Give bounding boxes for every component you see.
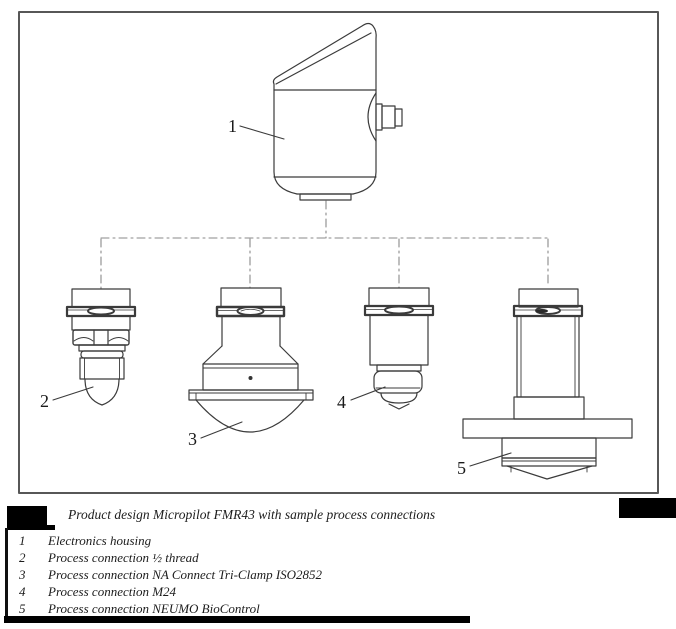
c3-clamp-ellipse <box>236 306 265 316</box>
c3-top-cylinder <box>220 287 282 308</box>
callout-3-label: 3 <box>188 429 197 449</box>
c2-collar-ellipse <box>87 306 115 316</box>
c3-ellipse-inner-arc <box>240 308 261 312</box>
housing-drawing <box>272 22 403 201</box>
connection-3-drawing <box>188 287 314 433</box>
legend-item-number: 2 <box>19 550 26 565</box>
callout-1-leader <box>239 125 285 140</box>
callout-2-leader <box>52 386 94 401</box>
c2-step <box>78 344 126 352</box>
c2-hex-facet-lines <box>93 329 109 346</box>
legend-row-4: 4 Process connection M24 <box>19 583 639 600</box>
figure-caption: Product design Micropilot FMR43 with sam… <box>68 507 436 522</box>
callout-5-leader <box>469 452 512 467</box>
c2-body <box>71 315 131 331</box>
legend-left-rule <box>5 528 8 617</box>
legend-row-5: 5 Process connection NEUMO BioControl <box>19 600 639 617</box>
legend-item-label: Process connection ½ thread <box>48 550 199 565</box>
c3-vent-hole <box>248 376 253 380</box>
housing-lid-inner-line <box>275 32 372 85</box>
c4-top-cylinder <box>368 287 430 307</box>
housing-left-side <box>273 89 298 195</box>
c5-body-inner-lines <box>520 315 576 398</box>
plug-cap <box>394 108 403 127</box>
dashed-connection-lines <box>100 200 549 290</box>
c5-cone-ticks <box>510 465 588 473</box>
c2-antenna-dome <box>84 378 120 406</box>
c3-body-sides <box>221 315 281 347</box>
c4-thread-bulge <box>373 370 423 394</box>
c3-antenna-dome <box>195 399 305 433</box>
c5-ellipse-shade <box>536 309 548 313</box>
figure-legend: 1 Electronics housing 2 Process connecti… <box>19 532 639 617</box>
c4-tip <box>388 403 410 410</box>
callout-2-label: 2 <box>40 391 49 411</box>
callout-3-leader <box>200 421 243 439</box>
redacted-figure-number-block <box>7 506 47 525</box>
legend-item-number: 3 <box>19 567 26 582</box>
callout-labels: 1 2 3 4 5 <box>40 116 512 478</box>
callout-4-label: 4 <box>337 392 346 412</box>
c5-lower-block <box>501 437 597 459</box>
legend-item-label: Process connection NEUMO BioControl <box>48 601 260 616</box>
legend-item-number: 4 <box>19 584 26 599</box>
c3-flange-notches <box>195 392 307 401</box>
legend-item-number: 1 <box>19 533 26 548</box>
c5-top-cylinder <box>518 288 579 308</box>
housing-right-side <box>352 89 377 195</box>
c5-body <box>516 315 580 398</box>
legend-row-1: 1 Electronics housing <box>19 532 639 549</box>
c3-flare-cone <box>202 345 299 365</box>
callout-1-label: 1 <box>228 116 237 136</box>
legend-item-number: 5 <box>19 601 26 616</box>
redacted-right-block <box>619 498 676 518</box>
c2-top-cylinder <box>71 288 131 308</box>
c2-thread-inner-lines <box>84 357 120 380</box>
c5-bottom-cone <box>506 465 593 480</box>
c3-clamp-flange <box>188 389 314 401</box>
callout-5-label: 5 <box>457 458 466 478</box>
c2-hex-facet-arcs <box>73 337 129 342</box>
connection-2-drawing <box>65 288 137 406</box>
housing-neck-step <box>299 193 352 201</box>
c4-bottom-cup <box>380 392 418 404</box>
legend-item-label: Process connection M24 <box>48 584 177 599</box>
connection-4-drawing <box>363 287 435 410</box>
legend-row-2: 2 Process connection ½ thread <box>19 549 639 566</box>
c4-body <box>369 314 429 366</box>
c5-wide-flange <box>462 418 633 439</box>
c4-step <box>376 364 422 372</box>
callout-4-leader <box>350 386 386 401</box>
legend-row-3: 3 Process connection NA Connect Tri-Clam… <box>19 566 639 583</box>
c4-collar-ellipse <box>384 305 414 315</box>
bottom-black-bar <box>4 616 470 623</box>
c5-thin-band <box>501 457 597 467</box>
c2-neck <box>80 350 124 359</box>
plug-body <box>381 105 396 129</box>
legend-item-label: Electronics housing <box>48 533 152 548</box>
housing-lid-outline <box>272 22 377 91</box>
plug-base <box>375 103 383 131</box>
legend-item-label: Process connection NA Connect Tri-Clamp … <box>48 567 323 582</box>
plug-boss-arc <box>367 92 377 142</box>
c5-step-collar <box>513 396 585 420</box>
connection-5-drawing <box>462 288 633 480</box>
figure-frame <box>18 11 659 494</box>
redacted-figure-number-strip <box>7 525 55 530</box>
c2-thread-cylinder <box>79 357 125 380</box>
